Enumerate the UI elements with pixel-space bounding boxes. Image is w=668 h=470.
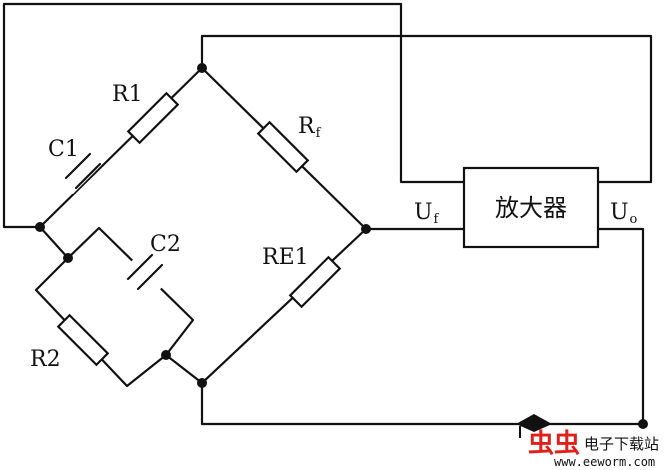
capacitor-c1 — [62, 152, 102, 195]
label-re1: RE1 — [262, 245, 309, 270]
uo-output-wire — [596, 227, 645, 426]
amplifier-label: 放大器 — [495, 194, 567, 222]
resistor-r1 — [126, 91, 180, 145]
junction-right — [361, 224, 371, 234]
amplifier-box — [462, 166, 600, 249]
junction-rc-bottom — [161, 350, 171, 360]
arm-top-left — [38, 66, 204, 229]
junction-left — [35, 222, 45, 232]
arm-left-stub — [38, 225, 70, 260]
label-r1: R1 — [112, 82, 143, 107]
watermark-logo: 虫虫 — [528, 429, 580, 459]
junction-output-ground — [638, 419, 648, 429]
junction-bottom — [197, 378, 207, 388]
graduation-cap-icon — [516, 414, 552, 432]
arm-bottom-right — [200, 227, 368, 385]
watermark: 虫虫 电子下载站 www.eeworm.com — [516, 414, 659, 469]
resistor-rf — [256, 120, 310, 174]
outer-feedback-wire — [2, 2, 466, 229]
top-feedback-wire — [200, 34, 653, 184]
resistor-r2 — [56, 313, 110, 367]
capacitor-c2 — [126, 253, 168, 293]
junction-top — [197, 63, 207, 73]
watermark-site-name: 电子下载站 — [584, 435, 659, 453]
label-uo: Uo — [610, 200, 638, 227]
ground-return-wire — [200, 381, 645, 426]
label-rf: Rf — [298, 114, 322, 141]
watermark-url: www.eeworm.com — [554, 455, 655, 469]
label-c2: C2 — [150, 232, 181, 257]
label-r2: R2 — [30, 347, 61, 372]
resistor-re1 — [288, 255, 342, 309]
label-uf: Uf — [414, 200, 440, 227]
junction-rc-top — [63, 253, 73, 263]
label-c1: C1 — [48, 137, 79, 162]
